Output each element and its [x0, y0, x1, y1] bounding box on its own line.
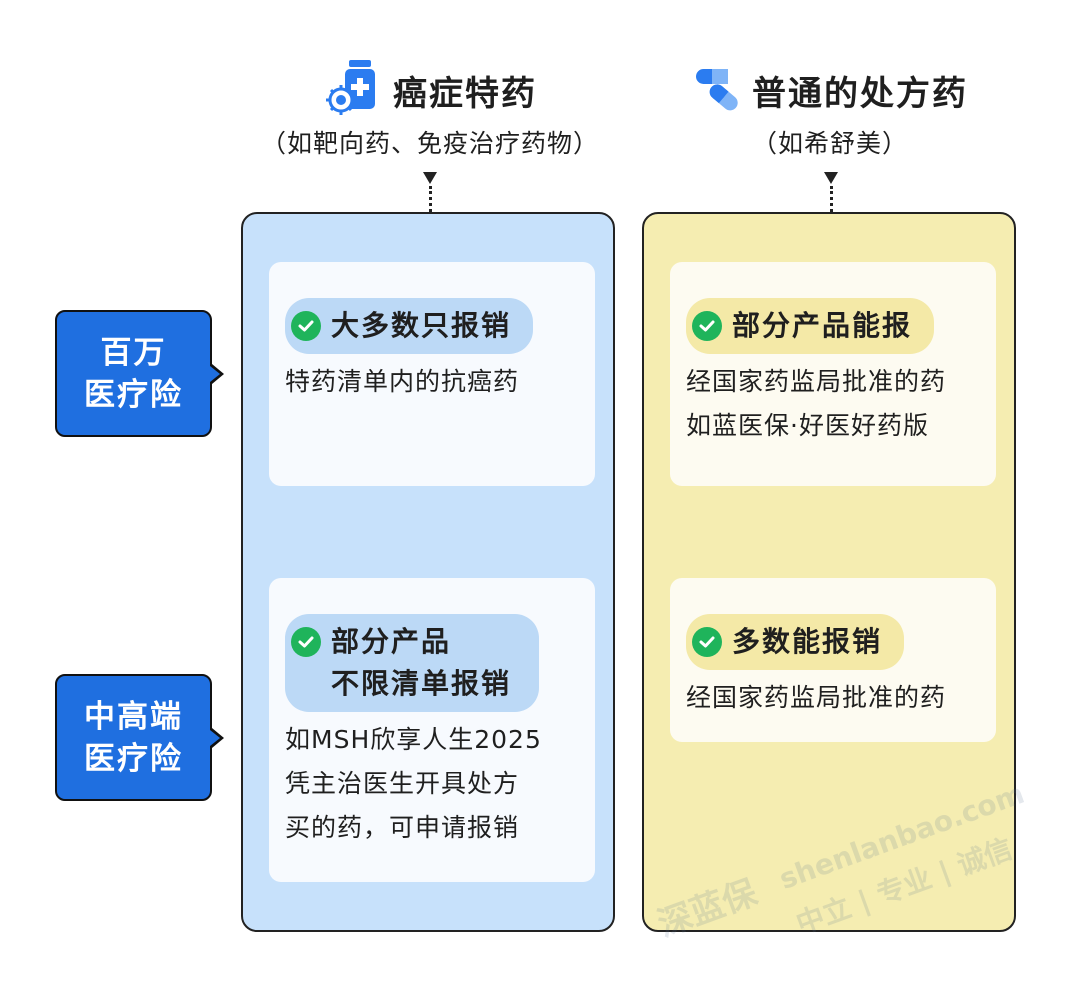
- card-description: 特药清单内的抗癌药: [285, 367, 520, 396]
- status-badge: 部分产品能报: [686, 298, 935, 354]
- card-million-prescription: 部分产品能报 经国家药监局批准的药 如蓝医保·好医好药版: [670, 262, 996, 486]
- status-badge: 部分产品 不限清单报销: [285, 614, 540, 712]
- check-icon: [692, 311, 722, 341]
- card-description: 经国家药监局批准的药: [686, 683, 947, 712]
- card-highend-prescription: 多数能报销 经国家药监局批准的药: [670, 578, 996, 742]
- header-title: 癌症特药: [393, 73, 537, 114]
- medicine-bottle-virus-icon: [323, 58, 383, 122]
- header-cancer-drugs: 癌症特药 （如靶向药、免疫治疗药物）: [240, 58, 620, 160]
- status-badge: 大多数只报销: [285, 298, 534, 354]
- column-prescription-drugs: 部分产品能报 经国家药监局批准的药 如蓝医保·好医好药版 多数能报销 经国家药监…: [642, 212, 1016, 932]
- down-arrow-connector: [821, 172, 841, 212]
- check-icon: [692, 627, 722, 657]
- row-label-high-end-medical: 中高端 医疗险: [55, 674, 224, 801]
- header-subtitle: （如希舒美）: [751, 129, 908, 158]
- header-subtitle: （如靶向药、免疫治疗药物）: [260, 129, 599, 158]
- header-prescription-drugs: 普通的处方药 （如希舒美）: [640, 58, 1020, 160]
- down-arrow-connector: [420, 172, 440, 212]
- card-description: 经国家药监局批准的药 如蓝医保·好医好药版: [686, 367, 947, 440]
- row-label-million-medical: 百万 医疗险: [55, 310, 224, 437]
- card-highend-cancer: 部分产品 不限清单报销 如MSH欣享人生2025 凭主治医生开具处方 买的药，可…: [269, 578, 595, 882]
- check-icon: [291, 627, 321, 657]
- card-description: 如MSH欣享人生2025 凭主治医生开具处方 买的药，可申请报销: [285, 725, 542, 842]
- capsule-pill-icon: [692, 63, 742, 117]
- card-million-cancer: 大多数只报销 特药清单内的抗癌药: [269, 262, 595, 486]
- status-badge: 多数能报销: [686, 614, 905, 670]
- column-cancer-drugs: 大多数只报销 特药清单内的抗癌药 部分产品 不限清单报销 如MSH欣享人生202…: [241, 212, 615, 932]
- check-icon: [291, 311, 321, 341]
- header-title: 普通的处方药: [752, 73, 968, 114]
